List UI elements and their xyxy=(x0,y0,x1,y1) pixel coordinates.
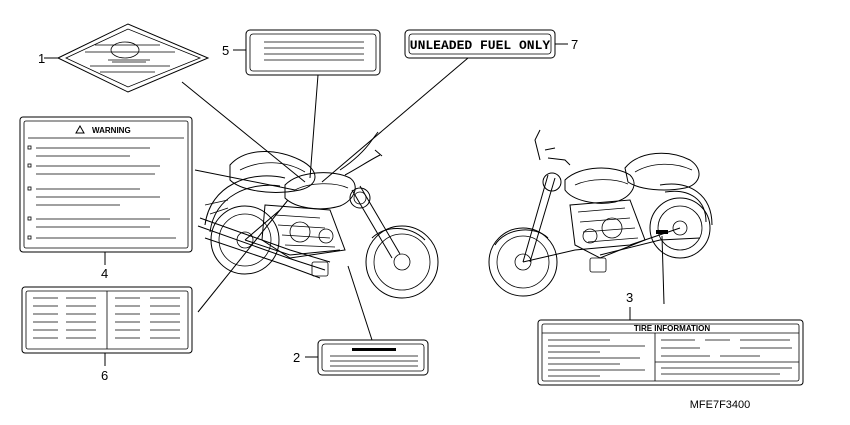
callout-5: 5 xyxy=(222,43,229,58)
label-2[interactable] xyxy=(317,339,429,376)
callout-2: 2 xyxy=(293,350,300,365)
fuel-label-text: UNLEADED FUEL ONLY xyxy=(410,38,551,53)
warning-label[interactable]: WARNING xyxy=(19,116,193,253)
callout-1: 1 xyxy=(38,51,45,66)
emblem-label[interactable] xyxy=(56,23,210,93)
fuel-label[interactable]: UNLEADED FUEL ONLY xyxy=(404,29,556,59)
label-6[interactable] xyxy=(21,286,193,354)
callout-4: 4 xyxy=(101,266,108,281)
tire-info-label[interactable]: TIRE INFORMATION xyxy=(537,319,804,386)
warning-title: WARNING xyxy=(92,126,131,135)
callout-7: 7 xyxy=(571,37,578,52)
diagram-code: MFE7F3400 xyxy=(690,399,751,411)
warning-icon xyxy=(75,124,85,134)
callout-6: 6 xyxy=(101,368,108,383)
leader-lines xyxy=(181,57,665,341)
label-5[interactable] xyxy=(245,29,381,76)
motorcycle-left-view xyxy=(197,131,439,299)
tire-info-title: TIRE INFORMATION xyxy=(634,324,711,333)
motorcycle-right-view xyxy=(488,129,713,297)
callout-3: 3 xyxy=(626,290,633,305)
